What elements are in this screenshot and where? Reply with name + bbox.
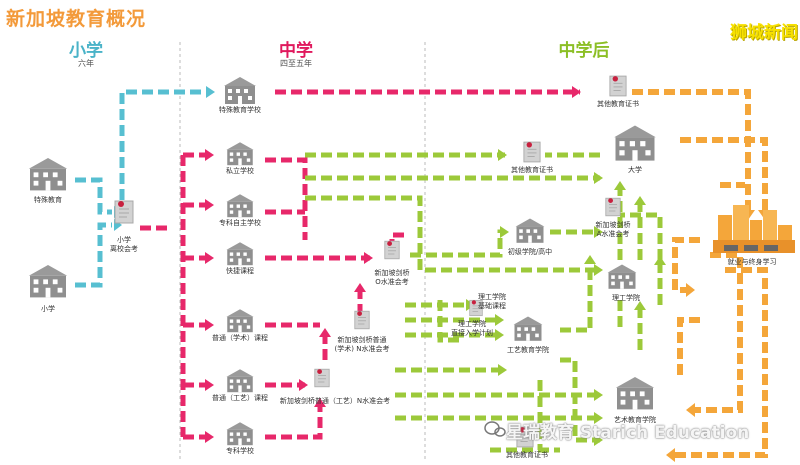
special-school-building-icon [224,77,256,104]
other-cert-mid-icon [523,141,541,163]
poly-foundation-label-2: 基础课程 [478,302,506,310]
employment-city-icon [713,205,795,253]
express-label: 快捷课程 [226,267,254,275]
primary-school-building-icon [28,265,68,298]
o-level-label-2: O水准会考 [375,278,409,286]
na-level-certificate-icon [354,310,370,330]
nt-level-label: 新加坡剑桥普通（工艺）N水准会考 [279,397,391,405]
nt-level-certificate-icon [314,368,330,388]
psle-label-1: 小学 [117,236,131,244]
stage-secondary-title: 中学 [279,41,313,61]
independent-school-label: 专科自主学校 [219,219,261,227]
other-cert-top-label: 其他教育证书 [597,100,639,108]
private-school-building-icon [226,142,254,166]
a-level-label-2: A水准会考 [596,230,630,238]
o-level-certificate-icon [384,240,400,260]
poly-label: 理工学院 [612,294,640,302]
o-level-label-1: 新加坡剑桥 [374,269,410,277]
specialised-school-building-icon [226,422,254,446]
jc-building-icon [515,218,545,243]
other-cert-bottom-label: 其他教育证书 [506,451,548,459]
normal-technical-label: 普通（工艺）课程 [212,394,268,402]
poly-direct-label-1: 理工学院 [458,320,486,328]
university-label: 大学 [628,166,642,174]
secondary-flow-arrowheads [205,86,581,443]
private-school-label: 私立学校 [226,167,254,175]
jc-label: 初级学院/高中 [507,248,553,256]
na-level-label-2: (学术) N水准会考 [334,345,390,353]
special-ed-label: 特殊教育 [34,196,62,204]
a-level-label-1: 新加坡剑桥 [595,221,631,229]
university-building-icon [614,125,656,161]
ite-label: 工艺教育学院 [507,346,549,354]
special-education-building-icon [28,158,68,191]
other-cert-top-icon [609,75,627,97]
page-title: 新加坡教育概况 [6,8,147,30]
normal-technical-building-icon [226,369,254,393]
special-school-label: 特殊教育学校 [219,106,261,114]
primary-flow-lines [75,89,205,288]
employment-flow-lines [632,89,768,458]
stage-secondary-duration: 四至五年 [280,59,312,68]
arts-school-label: 艺术教育学院 [614,416,656,424]
stage-primary-title: 小学 [69,41,103,61]
poly-direct-label-2: 直接入学计划 [451,329,493,337]
post-secondary-flow-arrowheads [466,149,666,446]
employment-label: 就业与终身学习 [727,258,777,266]
a-level-certificate-icon [605,197,621,217]
psle-certificate-icon [114,200,134,224]
normal-academic-building-icon [226,309,254,333]
independent-school-building-icon [226,194,254,218]
brand-label: 狮城新闻 [730,23,798,43]
primary-school-label: 小学 [41,305,55,313]
ite-building-icon [513,316,543,341]
na-level-label-1: 新加坡剑桥普通 [337,336,387,344]
poly-foundation-label-1: 理工学院 [478,293,506,301]
watermark-text: 星瑞教育 Starich Education [506,423,750,443]
other-cert-mid-label: 其他教育证书 [511,166,553,174]
arts-school-building-icon [615,377,655,410]
stage-post-title: 中学后 [558,41,610,61]
express-building-icon [226,242,254,266]
wechat-icon [484,421,506,437]
normal-academic-label: 普通（学术）课程 [212,334,268,342]
specialised-school-label: 专科学校 [226,447,254,455]
poly-building-icon [607,264,637,289]
psle-label-2: 离校会考 [110,245,138,253]
stage-primary-duration: 六年 [78,59,94,68]
